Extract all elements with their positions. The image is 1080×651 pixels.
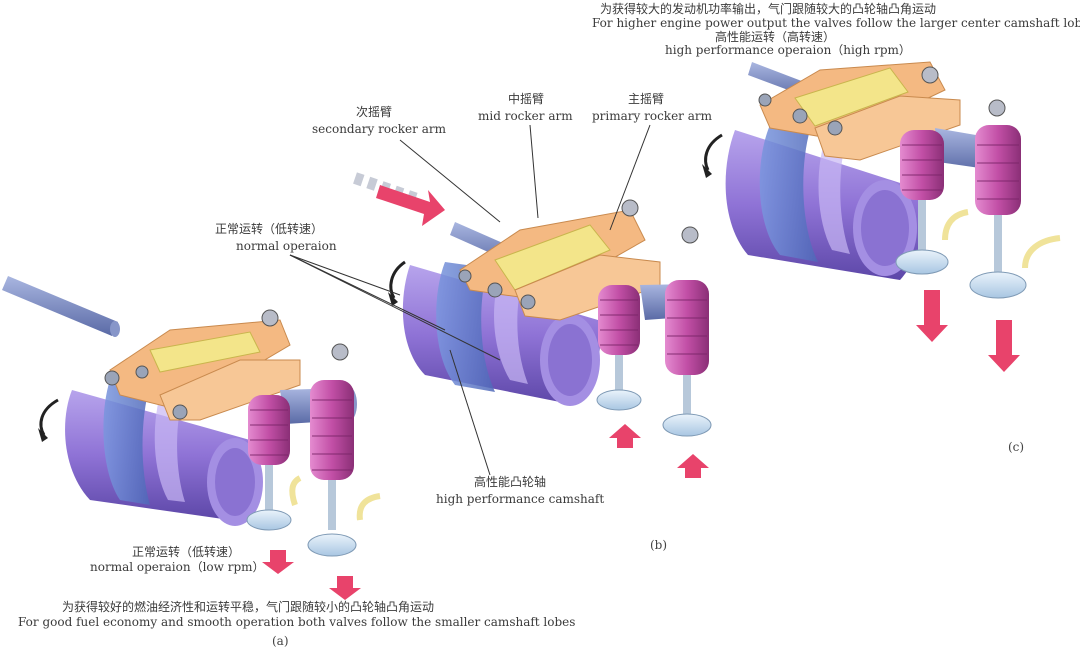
valve-motion-arrow-b1 xyxy=(609,424,641,448)
panel-b xyxy=(289,124,712,478)
panel-c-mode-cn: 高性能运转（高转速） xyxy=(715,30,836,44)
panel-c xyxy=(702,61,1061,372)
rotation-arrow-b xyxy=(389,260,406,299)
rotation-arrowhead-a xyxy=(38,428,48,442)
camshaft-en: high performance camshaft xyxy=(436,492,605,506)
panel-a-mode-en: normal operaion（low rpm） xyxy=(90,560,265,574)
primary-rocker-cn: 主摇臂 xyxy=(628,92,665,106)
rocker-arms-b xyxy=(458,199,708,321)
valve-springs-c xyxy=(900,125,1021,215)
camshaft-c xyxy=(725,125,925,280)
valves-b xyxy=(596,355,712,437)
rotation-arrowhead-c xyxy=(702,164,712,178)
rocker-shaft-a xyxy=(2,276,120,337)
camshaft-b xyxy=(402,262,601,406)
valve-motion-arrow-a1 xyxy=(262,550,294,574)
caption-c: (c) xyxy=(1008,440,1025,454)
normal-operation-cn: 正常运转（低转速） xyxy=(215,222,324,236)
valve-motion-arrow-a2 xyxy=(329,576,361,600)
secondary-rocker-cn: 次摇臂 xyxy=(356,105,393,119)
normal-operation-en: normal operaion xyxy=(236,239,337,253)
valve-motion-arrow-c1 xyxy=(916,290,948,342)
camshaft-cn: 高性能凸轮轴 xyxy=(474,475,547,489)
rotation-arrow-c xyxy=(704,133,723,171)
air-flow-arrow-a1 xyxy=(289,475,302,506)
air-flow-arrow-c2 xyxy=(1022,235,1061,269)
valves-c xyxy=(895,200,1027,299)
valve-motion-arrow-b2 xyxy=(677,454,709,478)
panel-c-mode-en: high performance operaion（high rpm） xyxy=(665,43,911,57)
mid-rocker-en: mid rocker arm xyxy=(478,109,573,123)
panel-c-desc-cn: 为获得较大的发动机功率输出，气门跟随较大的凸轮轴凸角运动 xyxy=(600,2,937,16)
valve-motion-arrow-c2 xyxy=(988,320,1020,372)
panel-a-desc-en: For good fuel economy and smooth operati… xyxy=(18,615,576,629)
mid-rocker-cn: 中摇臂 xyxy=(508,92,545,106)
air-flow-arrow-a2 xyxy=(356,493,381,521)
leader-lines-b xyxy=(289,124,651,476)
air-flow-arrow-c1 xyxy=(942,209,969,241)
caption-b: (b) xyxy=(650,538,668,552)
valve-springs-a xyxy=(248,380,354,480)
panel-a-mode-cn: 正常运转（低转速） xyxy=(132,545,241,559)
rotation-arrow-a xyxy=(39,398,59,436)
valves-a xyxy=(246,465,357,557)
rocker-arms-c xyxy=(758,61,1015,173)
panel-a-desc-cn: 为获得较好的燃油经济性和运转平稳，气门跟随较小的凸轮轴凸角运动 xyxy=(62,600,435,614)
shaft-push-arrow-b xyxy=(376,185,445,226)
secondary-rocker-en: secondary rocker arm xyxy=(312,122,446,136)
panel-a xyxy=(2,276,381,600)
primary-rocker-en: primary rocker arm xyxy=(592,109,712,123)
caption-a: (a) xyxy=(272,634,289,648)
panel-c-desc-en: For higher engine power output the valve… xyxy=(592,16,1080,30)
rotation-arrowhead-b xyxy=(388,292,398,306)
valve-springs-b xyxy=(598,280,709,375)
camshaft-a xyxy=(65,380,263,526)
